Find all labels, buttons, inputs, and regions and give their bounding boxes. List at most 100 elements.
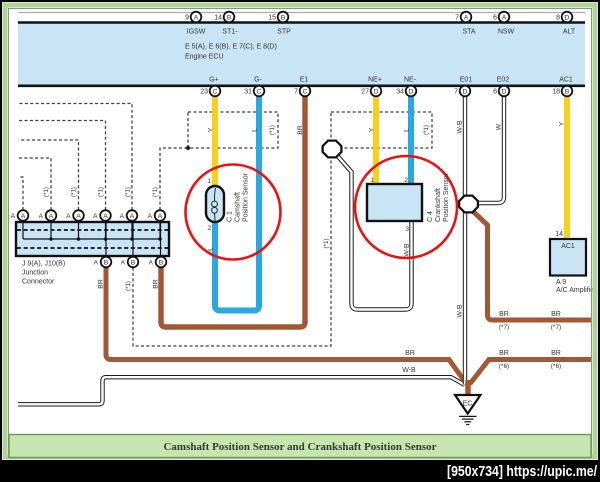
svg-text:A: A: [94, 260, 99, 267]
svg-text:7: 7: [294, 89, 298, 96]
svg-text:(*1): (*1): [71, 187, 78, 197]
svg-text:E02: E02: [497, 77, 510, 84]
svg-text:A: A: [39, 213, 44, 220]
svg-text:C: C: [257, 89, 262, 96]
svg-text:IGSW: IGSW: [187, 29, 206, 36]
svg-text:BR: BR: [405, 350, 415, 357]
svg-text:Y: Y: [559, 121, 566, 126]
svg-text:A: A: [49, 213, 54, 220]
svg-text:Position Sensor: Position Sensor: [443, 172, 450, 222]
svg-text:B: B: [159, 260, 164, 267]
svg-text:W-B: W-B: [457, 304, 464, 318]
svg-text:(*1): (*1): [98, 187, 105, 197]
svg-text:STP: STP: [277, 29, 291, 36]
svg-text:7: 7: [454, 89, 458, 96]
svg-text:A: A: [130, 213, 135, 220]
svg-text:(*7): (*7): [551, 324, 561, 331]
svg-text:1: 1: [207, 178, 211, 185]
svg-text:C 1: C 1: [227, 211, 234, 222]
svg-text:(*1): (*1): [269, 125, 276, 135]
svg-text:(*6): (*6): [499, 363, 509, 370]
svg-text:3: 3: [405, 226, 409, 233]
svg-text:6: 6: [493, 15, 497, 22]
svg-text:A: A: [148, 213, 153, 220]
svg-text:A: A: [11, 213, 16, 220]
svg-text:L: L: [208, 247, 215, 251]
svg-text:BR: BR: [499, 350, 509, 357]
svg-text:D: D: [409, 89, 414, 96]
svg-text:18: 18: [552, 89, 560, 96]
svg-text:Camshaft: Camshaft: [235, 192, 242, 222]
svg-text:B: B: [104, 260, 109, 267]
svg-text:STA: STA: [462, 29, 475, 36]
svg-text:A: A: [21, 213, 26, 220]
svg-text:BR: BR: [297, 125, 304, 135]
svg-text:NSW: NSW: [498, 29, 515, 36]
svg-text:BR: BR: [551, 311, 561, 318]
svg-text:2: 2: [404, 177, 408, 184]
svg-text:A: A: [120, 213, 125, 220]
svg-text:L: L: [404, 128, 411, 132]
svg-text:(*1): (*1): [43, 187, 50, 197]
svg-text:ALT: ALT: [563, 29, 576, 36]
svg-text:AC1: AC1: [561, 243, 575, 250]
svg-text:14: 14: [214, 15, 222, 22]
svg-text:A 9: A 9: [556, 279, 566, 286]
svg-text:A: A: [194, 15, 199, 22]
svg-text:A: A: [103, 213, 108, 220]
svg-text:A: A: [121, 260, 126, 267]
svg-text:34: 34: [396, 89, 404, 96]
svg-text:BR: BR: [499, 311, 509, 318]
svg-text:Crankshaft: Crankshaft: [435, 188, 442, 222]
svg-text:(*1): (*1): [125, 187, 132, 197]
svg-text:W-B: W-B: [404, 243, 411, 257]
svg-text:BR: BR: [98, 279, 105, 289]
svg-text:A: A: [93, 213, 98, 220]
svg-text:31: 31: [244, 89, 252, 96]
svg-text:B: B: [281, 15, 286, 22]
svg-text:A: A: [158, 213, 163, 220]
svg-text:(*1): (*1): [125, 281, 132, 291]
svg-text:B: B: [227, 15, 232, 22]
svg-text:B: B: [565, 89, 570, 96]
svg-text:A: A: [502, 15, 507, 22]
svg-text:27: 27: [361, 89, 369, 96]
svg-text:[950x734] https://upic.me/: [950x734] https://upic.me/: [447, 463, 598, 480]
svg-text:A: A: [464, 15, 469, 22]
svg-text:W-B: W-B: [457, 120, 464, 134]
svg-text:D: D: [463, 89, 468, 96]
svg-text:A: A: [149, 260, 154, 267]
svg-text:(*1): (*1): [323, 239, 330, 249]
svg-text:A: A: [76, 213, 81, 220]
svg-text:7: 7: [455, 15, 459, 22]
svg-text:2: 2: [207, 225, 211, 232]
svg-text:G+: G+: [209, 77, 219, 84]
svg-text:E01: E01: [460, 77, 473, 84]
svg-text:D: D: [374, 89, 379, 96]
svg-text:ST1-: ST1-: [222, 29, 238, 36]
svg-text:6: 6: [493, 89, 497, 96]
svg-text:G-: G-: [254, 77, 262, 84]
svg-text:D: D: [502, 89, 507, 96]
svg-text:C 4: C 4: [427, 211, 434, 222]
svg-text:15: 15: [268, 15, 276, 22]
svg-text:B: B: [131, 260, 136, 267]
svg-text:A: A: [66, 213, 71, 220]
svg-text:14: 14: [555, 231, 563, 238]
svg-text:Connector: Connector: [22, 279, 55, 286]
svg-text:Engine ECU: Engine ECU: [185, 54, 224, 61]
svg-text:C: C: [303, 89, 308, 96]
svg-text:E1: E1: [300, 77, 309, 84]
svg-text:BR: BR: [153, 279, 160, 289]
svg-text:Camshaft Position Sensor and C: Camshaft Position Sensor and Crankshaft …: [163, 441, 436, 453]
svg-text:W: W: [496, 123, 503, 130]
svg-text:BR: BR: [551, 350, 561, 357]
svg-text:9: 9: [185, 15, 189, 22]
svg-text:23: 23: [200, 89, 208, 96]
svg-text:A/C Amplifier: A/C Amplifier: [556, 287, 597, 294]
svg-text:L: L: [252, 128, 259, 132]
svg-text:(*1): (*1): [152, 187, 159, 197]
svg-text:NE-: NE-: [404, 77, 417, 84]
svg-text:1: 1: [370, 177, 374, 184]
svg-text:8: 8: [556, 15, 560, 22]
